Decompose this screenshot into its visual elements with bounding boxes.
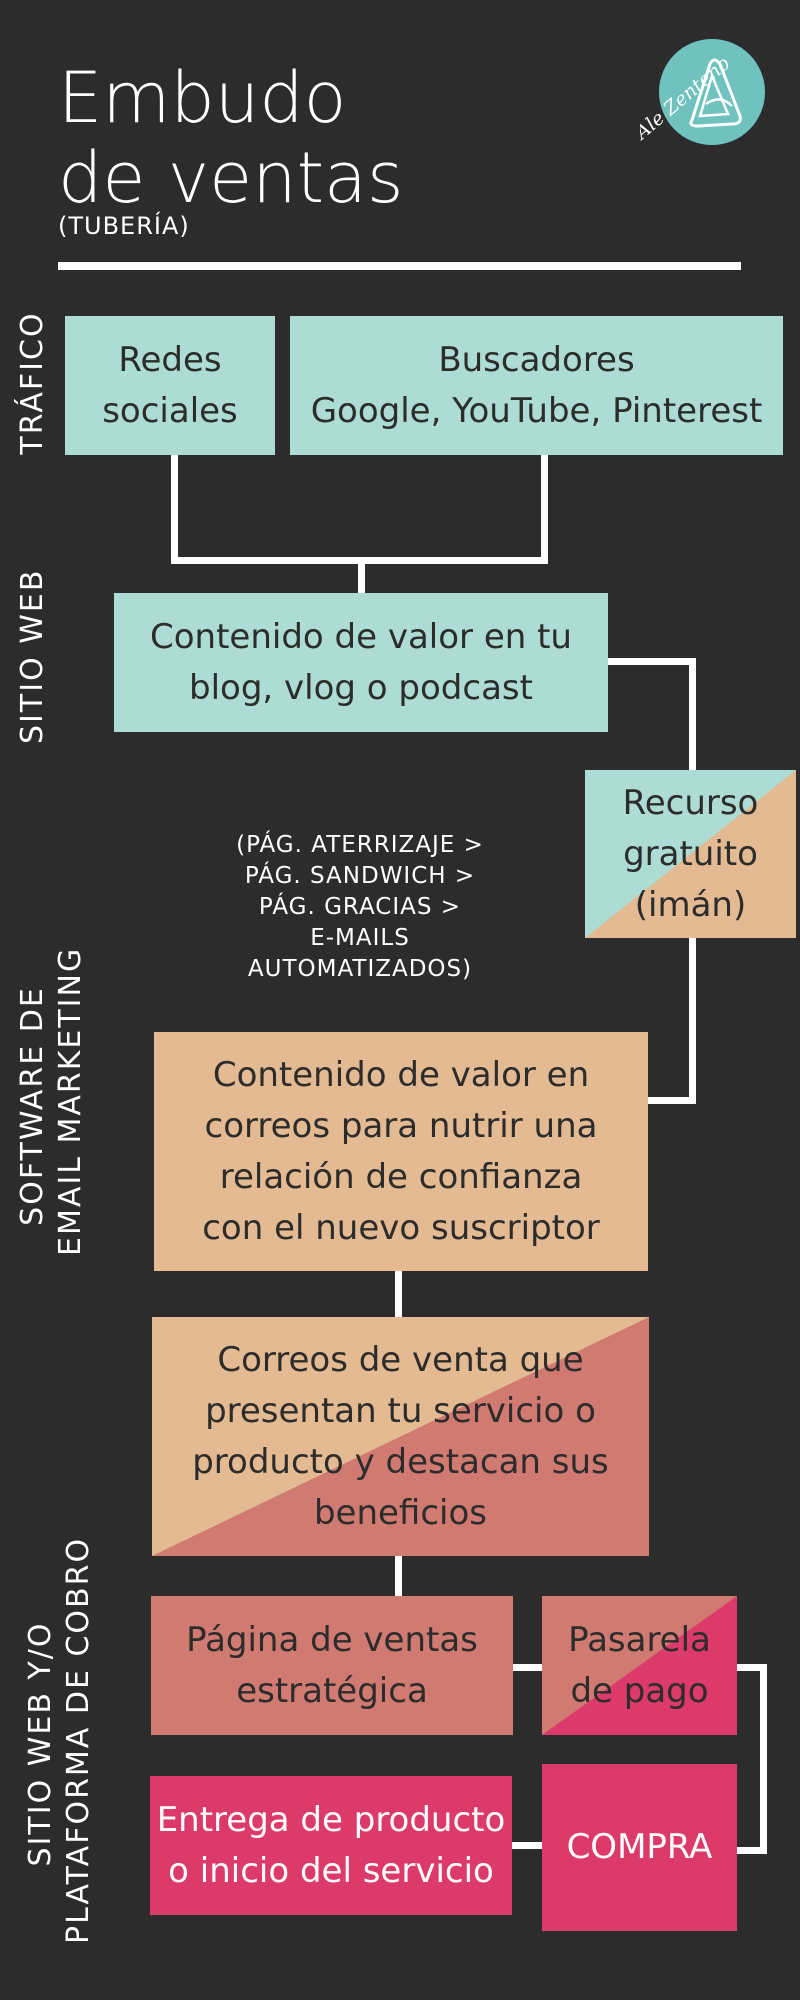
connector-gateway-down (760, 1664, 767, 1854)
box-sales-line-3: producto y destacan sus (192, 1441, 609, 1482)
box-free-resource: Recurso gratuito (imán) (585, 770, 796, 938)
note-line-3: PÁG. GRACIAS > (258, 894, 462, 920)
box-nurture-line-4: con el nuevo suscriptor (202, 1207, 600, 1248)
box-gateway-line-1: Pasarela (568, 1619, 711, 1660)
page-title: Embudo de ventas (58, 58, 618, 218)
email-sequence-note: (PÁG. ATERRIZAJE > PÁG. SANDWICH > PÁG. … (200, 830, 520, 985)
box-sales-line-2: presentan tu servicio o (205, 1390, 596, 1431)
connector-page-to-gateway (512, 1664, 542, 1671)
box-sales-page-line-1: Página de ventas (186, 1619, 478, 1660)
section-label-traffic: TRÁFICO (15, 311, 50, 455)
connector-to-content (358, 557, 365, 593)
connector-to-purchase (737, 1847, 767, 1854)
box-nurture-emails: Contenido de valor en correos para nutrir… (154, 1032, 648, 1271)
box-search-line-2: Google, YouTube, Pinterest (310, 390, 763, 431)
box-delivery: Entrega de producto o inicio del servicio (150, 1776, 512, 1915)
logo-swoosh (705, 98, 733, 107)
box-sales-line-4: beneficios (313, 1492, 488, 1533)
title-line-2: de ventas (58, 137, 404, 219)
box-delivery-line-2: o inicio del servicio (168, 1850, 494, 1891)
connector-sales-to-page (395, 1556, 402, 1596)
box-social-line-2: sociales (102, 390, 238, 431)
section-label-email-line-2: EMAIL MARKETING (53, 946, 88, 1256)
note-line-5: AUTOMATIZADOS) (247, 956, 473, 982)
connector-purchase-to-delivery (512, 1842, 542, 1849)
connector-to-nurture (648, 1097, 696, 1104)
box-freebie-line-1: Recurso (622, 782, 759, 823)
box-purchase: COMPRA (542, 1764, 737, 1931)
connector-social-down (171, 455, 178, 564)
box-social-media: Redes sociales (65, 316, 275, 455)
box-delivery-line-1: Entrega de producto (156, 1799, 506, 1840)
connector-search-down (541, 455, 548, 564)
section-label-payment-line-2: PLATAFORMA DE COBRO (61, 1536, 96, 1944)
connector-gateway-right (737, 1664, 767, 1671)
title-line-1: Embudo (58, 57, 347, 139)
logo: Ale Zenteno (640, 39, 765, 145)
connector-to-freebie (689, 658, 696, 770)
section-label-payment-line-1: SITIO WEB Y/O (23, 1621, 58, 1867)
box-sales-emails: Correos de venta que presentan tu servici… (152, 1317, 649, 1556)
section-label-email: SOFTWARE DE EMAIL MARKETING (14, 946, 90, 1256)
box-nurture-line-1: Contenido de valor en (212, 1054, 590, 1095)
logo-circle (659, 39, 765, 145)
section-label-payment: SITIO WEB Y/O PLATAFORMA DE COBRO (22, 1536, 98, 1944)
title-divider (58, 262, 741, 270)
box-freebie-line-3: (imán) (634, 884, 747, 925)
box-nurture-line-3: relación de confianza (219, 1156, 583, 1197)
box-gateway-line-2: de pago (570, 1670, 709, 1711)
box-content-line-1: Contenido de valor en tu (150, 616, 572, 657)
box-payment-gateway: Pasarela de pago (542, 1596, 737, 1735)
logo-triangle-inner (698, 72, 730, 118)
box-nurture-line-2: correos para nutrir una (204, 1105, 598, 1146)
note-line-4: E-MAILS (310, 925, 410, 951)
section-label-website: SITIO WEB (15, 568, 50, 744)
box-content-line-2: blog, vlog o podcast (189, 667, 533, 708)
connector-freebie-down (689, 938, 696, 1104)
box-search-line-1: Buscadores (438, 339, 635, 380)
box-social-line-1: Redes (118, 339, 222, 380)
logo-triangle-outer (689, 58, 742, 128)
box-freebie-line-2: gratuito (623, 833, 758, 874)
box-content: Contenido de valor en tu blog, vlog o pod… (114, 593, 608, 732)
connector-content-right (607, 658, 696, 665)
note-line-2: PÁG. SANDWICH > (244, 863, 476, 889)
note-line-1: (PÁG. ATERRIZAJE > (236, 832, 484, 858)
box-sales-line-1: Correos de venta que (217, 1339, 584, 1380)
section-label-email-line-1: SOFTWARE DE (15, 986, 50, 1226)
box-purchase-label: COMPRA (566, 1827, 713, 1867)
box-sales-page-line-2: estratégica (236, 1670, 428, 1711)
page-subtitle: (TUBERÍA) (58, 212, 190, 240)
connector-nurture-to-sales (395, 1271, 402, 1317)
box-sales-page: Página de ventas estratégica (151, 1596, 513, 1735)
